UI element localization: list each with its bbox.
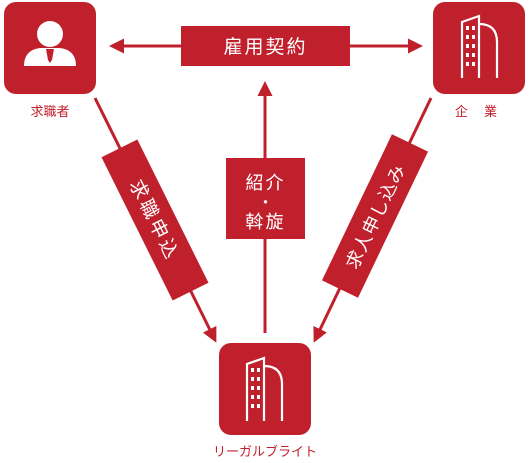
introduction-label: 紹介 ・ 斡旋 <box>226 158 305 239</box>
introduction-line1-text: 紹介 <box>246 173 286 194</box>
building-icon <box>245 356 284 421</box>
job-application-label: 求職申込 <box>101 139 209 301</box>
job-seeker-label: 求職者 <box>30 105 70 120</box>
introduction-line2-text: 斡旋 <box>246 212 286 233</box>
person-icon <box>24 21 76 66</box>
legal-bright-node <box>219 343 311 435</box>
job-seeker-node <box>4 2 96 94</box>
employment-contract-label: 雇用契約 <box>181 26 350 66</box>
employment-contract-text: 雇用契約 <box>223 36 307 58</box>
legal-bright-label: リーガルブライト <box>212 445 317 460</box>
job-offer-application-label: 求人申し込み <box>321 134 429 298</box>
company-node <box>433 2 525 94</box>
building-icon <box>460 14 499 78</box>
introduction-dot-text: ・ <box>257 193 273 212</box>
company-label: 企 業 <box>454 105 504 120</box>
